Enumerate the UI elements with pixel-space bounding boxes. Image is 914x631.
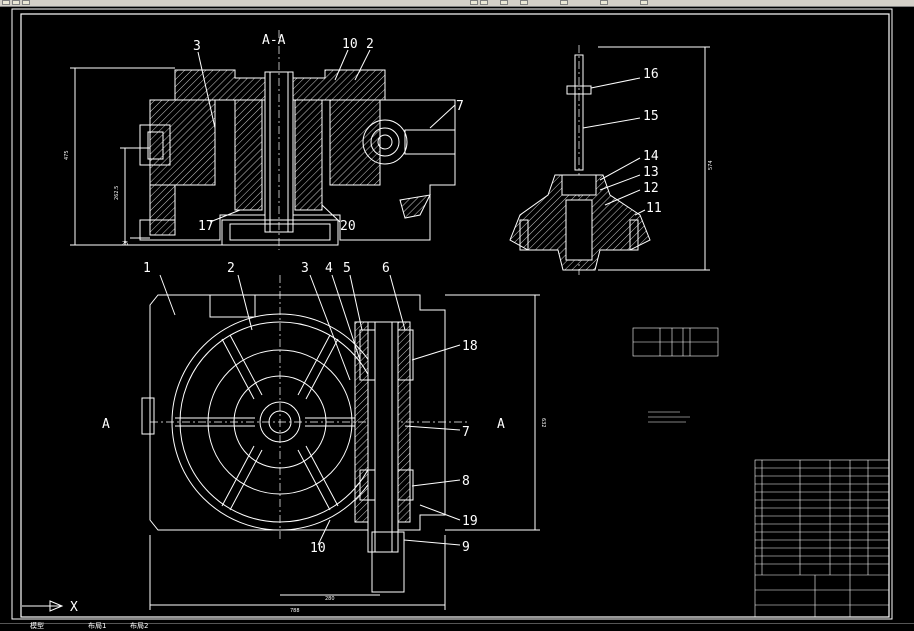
ucs-x-label: X xyxy=(70,600,78,615)
section-view-aa xyxy=(70,30,456,250)
callout-17: 17 xyxy=(198,219,214,234)
toolbar-button[interactable] xyxy=(12,0,20,5)
callout-6: 6 xyxy=(382,261,390,276)
callout-16: 16 xyxy=(643,67,659,82)
toolbar-button[interactable] xyxy=(2,0,10,5)
outer-frame xyxy=(11,8,893,620)
callout-10: 10 xyxy=(342,37,358,52)
dim-475: 475 xyxy=(64,150,70,160)
dim-632: 632 xyxy=(540,418,546,428)
tab-layout-1[interactable]: 布局1 xyxy=(88,622,107,630)
section-mark-left: A xyxy=(102,417,110,432)
tab-model[interactable]: 模型 xyxy=(30,622,44,630)
callout-13: 13 xyxy=(643,165,659,180)
tech-notes xyxy=(648,411,690,423)
dim-574: 574 xyxy=(708,160,714,170)
toolbar-button[interactable] xyxy=(500,0,508,5)
toolbar-button[interactable] xyxy=(520,0,528,5)
spec-table xyxy=(632,327,719,357)
cad-drawing: A-A 3 10 2 7 17 20 475 262.5 25 16 15 14… xyxy=(11,8,893,620)
callout-1: 1 xyxy=(143,261,151,276)
title-block xyxy=(754,459,890,618)
callout-14: 14 xyxy=(643,149,659,164)
callout-8: 8 xyxy=(462,474,470,489)
callout-7: 7 xyxy=(456,99,464,114)
callout-15: 15 xyxy=(643,109,659,124)
toolbar xyxy=(0,0,914,7)
fixture-detail xyxy=(509,45,710,275)
dim-262-5: 262.5 xyxy=(114,186,120,200)
callout-2: 2 xyxy=(227,261,235,276)
callout-4: 4 xyxy=(325,261,333,276)
layout-tabs-bar xyxy=(0,623,914,631)
plan-view xyxy=(141,274,540,610)
toolbar-button[interactable] xyxy=(640,0,648,5)
callout-7: 7 xyxy=(462,425,470,440)
toolbar-button[interactable] xyxy=(22,0,30,5)
toolbar-button[interactable] xyxy=(470,0,478,5)
section-title: A-A xyxy=(262,33,286,48)
toolbar-button[interactable] xyxy=(480,0,488,5)
drawing-canvas[interactable]: A-A 3 10 2 7 17 20 475 262.5 25 16 15 14… xyxy=(0,7,914,623)
callout-19: 19 xyxy=(462,514,478,529)
dim-788: 788 xyxy=(290,608,300,614)
inner-frame xyxy=(20,13,890,618)
callout-5: 5 xyxy=(343,261,351,276)
callout-2: 2 xyxy=(366,37,374,52)
callout-10: 10 xyxy=(310,541,326,556)
callout-18: 18 xyxy=(462,339,478,354)
toolbar-button[interactable] xyxy=(600,0,608,5)
callout-3: 3 xyxy=(301,261,309,276)
dim-280: 280 xyxy=(325,596,335,602)
section-mark-right: A xyxy=(497,417,505,432)
callout-9: 9 xyxy=(462,540,470,555)
dim-25: 25 xyxy=(122,241,128,247)
tab-layout-2[interactable]: 布局2 xyxy=(130,622,149,630)
callout-20: 20 xyxy=(340,219,356,234)
callout-12: 12 xyxy=(643,181,659,196)
ucs-icon xyxy=(22,600,64,612)
callout-3: 3 xyxy=(193,39,201,54)
toolbar-button[interactable] xyxy=(560,0,568,5)
callout-11: 11 xyxy=(646,201,662,216)
